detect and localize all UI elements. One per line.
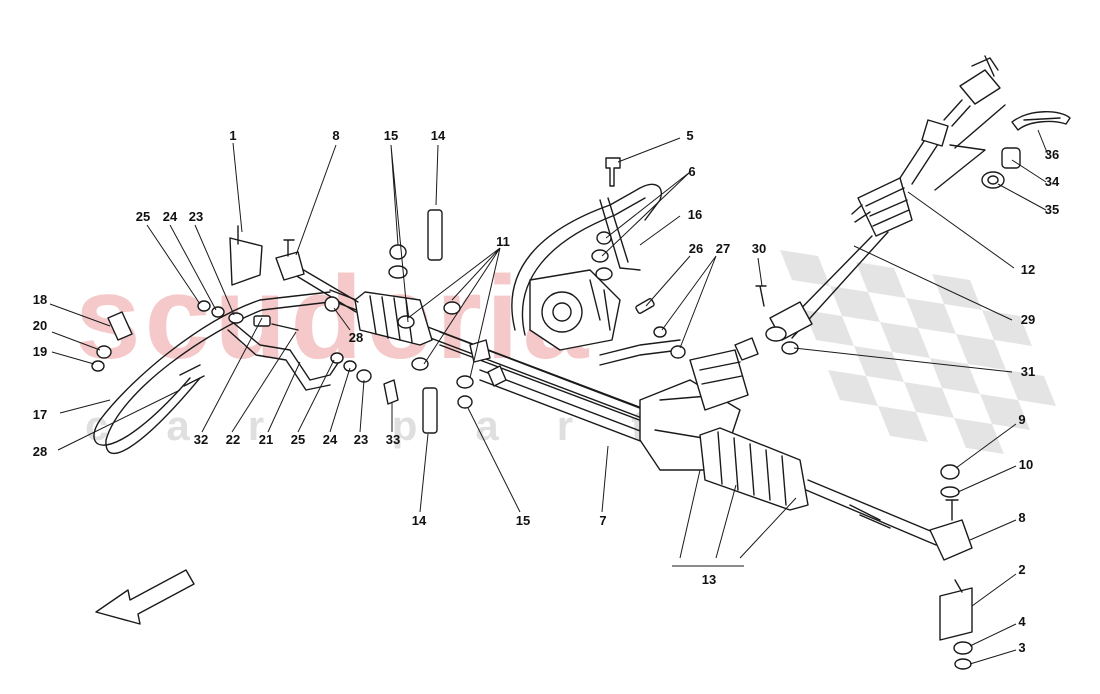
flag-cell [804, 310, 854, 346]
callout-label-c24b: 24 [323, 432, 338, 447]
callout-label-c12: 12 [1021, 262, 1035, 277]
callout-label-c22: 22 [226, 432, 240, 447]
callout-label-c31: 31 [1021, 364, 1035, 379]
callout-label-c6: 6 [688, 164, 695, 179]
callout-label-c32: 32 [194, 432, 208, 447]
flag-cell [956, 334, 1006, 370]
flag-cell [780, 250, 830, 286]
flag-cell [856, 262, 906, 298]
callout-label-c35: 35 [1045, 202, 1059, 217]
callout-label-c2: 2 [1018, 562, 1025, 577]
flag-cell [980, 394, 1030, 430]
callout-label-c20: 20 [33, 318, 47, 333]
callout-label-c25a: 25 [136, 209, 150, 224]
flag-cell [932, 274, 982, 310]
callout-label-c15b: 15 [516, 513, 530, 528]
callout-label-c26: 26 [689, 241, 703, 256]
flag-cell [906, 298, 956, 334]
column-break-mark [934, 104, 1006, 191]
callout-label-c18: 18 [33, 292, 47, 307]
column-bushings [981, 111, 1071, 189]
callout-label-c1: 1 [229, 128, 236, 143]
callout-label-c17: 17 [33, 407, 47, 422]
front-direction-arrow [95, 569, 195, 625]
callout-label-c8a: 8 [332, 128, 339, 143]
callout-label-c11: 11 [496, 234, 510, 249]
callout-label-c28b: 28 [33, 444, 47, 459]
callout-label-c10: 10 [1019, 457, 1033, 472]
power-steering-pump [529, 269, 621, 351]
callout-label-c9: 9 [1018, 412, 1025, 427]
callout-label-c36: 36 [1045, 147, 1059, 162]
callout-label-c8b: 8 [1018, 510, 1025, 525]
callout-label-c28a: 28 [349, 330, 363, 345]
callout-label-c33: 33 [386, 432, 400, 447]
callout-label-c25b: 25 [291, 432, 305, 447]
callout-label-c5: 5 [686, 128, 693, 143]
steering-column [755, 55, 1001, 342]
callout-label-c27: 27 [716, 241, 730, 256]
callout-label-c14b: 14 [412, 513, 427, 528]
callout-label-c7: 7 [599, 513, 606, 528]
flag-cell [854, 346, 904, 382]
flag-cell [828, 370, 878, 406]
callout-label-c4: 4 [1018, 614, 1026, 629]
leader-lines [49, 129, 1049, 665]
flag-cell [880, 322, 930, 358]
callout-label-c16: 16 [688, 207, 702, 222]
callout-label-c19: 19 [33, 344, 47, 359]
callout-label-c14a: 14 [431, 128, 446, 143]
callout-label-c30: 30 [752, 241, 766, 256]
flag-cell [878, 406, 928, 442]
watermark-brand: scuderia [75, 252, 592, 384]
callout-label-c34: 34 [1045, 174, 1060, 189]
callout-label-c15a: 15 [384, 128, 398, 143]
flag-cell [904, 382, 954, 418]
callout-label-c3: 3 [1018, 640, 1025, 655]
flag-cell [982, 310, 1032, 346]
callout-label-c29: 29 [1021, 312, 1035, 327]
callout-label-c23b: 23 [354, 432, 368, 447]
flag-cell [830, 286, 880, 322]
callout-label-c23a: 23 [189, 209, 203, 224]
hoses [93, 183, 681, 455]
flag-cell [1006, 370, 1056, 406]
left-bellow-boot [275, 239, 433, 346]
small-parts [91, 157, 973, 670]
callout-label-c13: 13 [702, 572, 716, 587]
right-bellow-boot [699, 427, 973, 561]
checkered-flag-watermark [780, 250, 1056, 454]
callout-label-c24a: 24 [163, 209, 178, 224]
callout-label-c21: 21 [259, 432, 273, 447]
flag-cell [954, 418, 1004, 454]
